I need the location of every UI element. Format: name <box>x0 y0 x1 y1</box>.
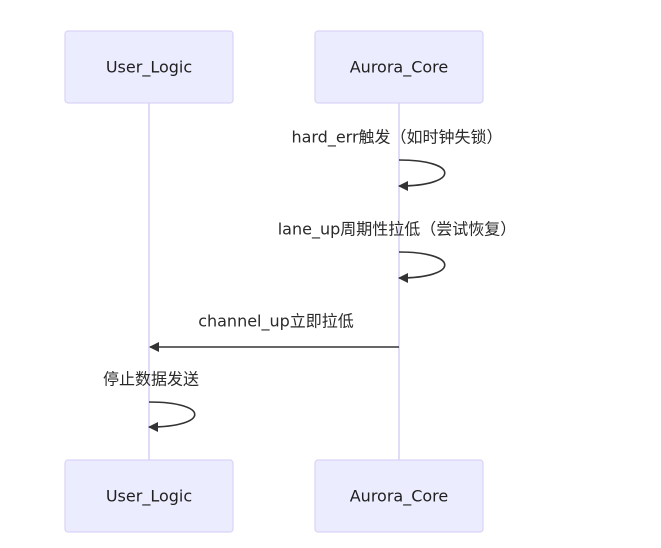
actor-user-logic-top: User_Logic <box>64 30 234 104</box>
message-channel-up: channel_up立即拉低 <box>149 312 399 352</box>
message-lane-up-arrow <box>398 251 446 283</box>
message-stop-send-label: 停止数据发送 <box>103 370 199 389</box>
message-stop-send-arrow <box>148 401 196 432</box>
actor-user-logic-bottom: User_Logic <box>64 459 234 533</box>
actor-aurora-core-top-label: Aurora_Core <box>350 58 449 78</box>
actor-aurora-core-top: Aurora_Core <box>314 30 484 104</box>
message-channel-up-label: channel_up立即拉低 <box>198 312 354 332</box>
message-lane-up: lane_up周期性拉低（尝试恢复） <box>278 220 517 283</box>
actor-user-logic-top-label: User_Logic <box>106 58 192 78</box>
actor-aurora-core-bottom: Aurora_Core <box>314 459 484 533</box>
message-hard-err: hard_err触发（如时钟失锁） <box>291 128 503 191</box>
message-hard-err-label: hard_err触发（如时钟失锁） <box>291 128 502 148</box>
actor-user-logic-bottom-label: User_Logic <box>106 487 192 507</box>
actor-aurora-core-bottom-label: Aurora_Core <box>350 487 449 507</box>
message-stop-send: 停止数据发送 <box>103 370 199 432</box>
message-lane-up-label: lane_up周期性拉低（尝试恢复） <box>278 220 517 240</box>
message-hard-err-arrow <box>398 159 446 191</box>
